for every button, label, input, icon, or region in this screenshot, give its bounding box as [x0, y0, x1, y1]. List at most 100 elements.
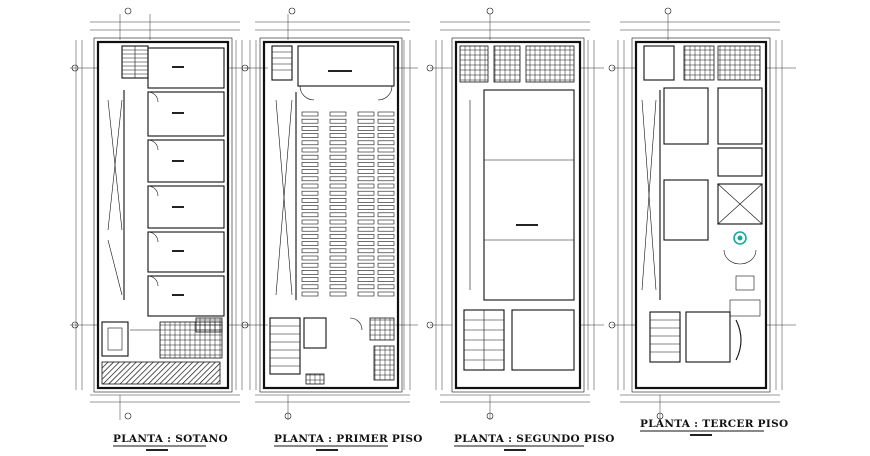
seat-row: [301, 133, 319, 138]
seat-row: [329, 133, 347, 138]
seat-row: [329, 255, 347, 261]
seat-row: [301, 176, 319, 182]
seat-row: [357, 198, 375, 203]
seat-row: [377, 162, 395, 167]
seat-row: [377, 140, 395, 146]
seat-row: [377, 277, 395, 282]
seat-row: [377, 176, 395, 182]
seat-row: [377, 291, 395, 297]
seat-row: [301, 291, 319, 297]
seat-row: [357, 219, 375, 225]
seat-row: [357, 226, 375, 232]
seat-row: [357, 126, 375, 131]
plan-tercer-piso: [608, 7, 796, 420]
seat-row: [329, 190, 347, 196]
seat-row: [329, 126, 347, 131]
seat-row: [329, 226, 347, 232]
seat-row: [377, 234, 395, 239]
seat-row: [301, 205, 319, 210]
seat-row: [301, 183, 319, 189]
seat-row: [357, 205, 375, 210]
seat-row: [329, 291, 347, 297]
seat-row: [329, 118, 347, 124]
seat-row: [357, 277, 375, 282]
caption-sotano: PLANTA : SOTANO: [113, 433, 228, 445]
seat-row: [301, 262, 319, 268]
seat-row: [301, 190, 319, 196]
caption-tercer-piso: PLANTA : TERCER PISO: [640, 418, 788, 430]
seat-row: [329, 284, 347, 290]
seat-row: [357, 133, 375, 138]
seat-row: [301, 270, 319, 275]
seat-row: [377, 205, 395, 210]
seat-row: [357, 284, 375, 290]
seat-row: [301, 111, 319, 117]
seat-row: [377, 118, 395, 124]
seat-row: [377, 248, 395, 254]
seat-row: [301, 140, 319, 146]
seat-row: [301, 234, 319, 239]
seat-row: [329, 248, 347, 254]
seat-row: [329, 111, 347, 117]
seat-row: [357, 291, 375, 297]
seat-row: [357, 147, 375, 153]
seat-row: [357, 255, 375, 261]
seat-row: [301, 154, 319, 160]
seat-row: [301, 212, 319, 218]
seat-row: [301, 118, 319, 124]
seat-row: [357, 162, 375, 167]
seat-row: [301, 126, 319, 131]
seat-row: [357, 118, 375, 124]
seat-row: [357, 111, 375, 117]
seat-row: [329, 212, 347, 218]
caption-primer-piso: PLANTA : PRIMER PISO: [274, 433, 423, 445]
seat-row: [377, 169, 395, 174]
plan-captions: PLANTA : SOTANO PLANTA : PRIMER PISO PLA…: [113, 418, 788, 451]
seat-row: [329, 154, 347, 160]
seat-row: [329, 219, 347, 225]
seat-row: [357, 140, 375, 146]
seat-row: [357, 262, 375, 268]
seat-row: [377, 126, 395, 131]
seat-row: [357, 176, 375, 182]
seat-row: [377, 284, 395, 290]
seat-row: [377, 255, 395, 261]
seat-row: [301, 277, 319, 282]
seat-row: [301, 162, 319, 167]
seat-row: [329, 234, 347, 239]
seat-row: [329, 270, 347, 275]
seat-row: [377, 154, 395, 160]
seat-row: [377, 270, 395, 275]
seat-row: [329, 277, 347, 282]
seat-row: [357, 241, 375, 246]
seat-row: [301, 248, 319, 254]
seat-row: [329, 169, 347, 174]
seat-row: [357, 212, 375, 218]
seat-row: [301, 219, 319, 225]
seat-row: [329, 147, 347, 153]
axis-bubbles: [71, 7, 132, 420]
seat-row: [329, 241, 347, 246]
seat-row: [377, 111, 395, 117]
seat-row: [357, 270, 375, 275]
seat-row: [357, 248, 375, 254]
seat-row: [357, 169, 375, 174]
seat-row: [301, 226, 319, 232]
seat-row: [357, 190, 375, 196]
auditorium-seats: [301, 111, 395, 297]
seat-row: [329, 162, 347, 167]
seat-row: [377, 226, 395, 232]
seat-row: [357, 183, 375, 189]
seat-row: [301, 241, 319, 246]
seat-row: [301, 147, 319, 153]
seat-row: [377, 262, 395, 268]
seat-row: [377, 183, 395, 189]
caption-segundo-piso: PLANTA : SEGUNDO PISO: [454, 433, 615, 445]
seat-row: [377, 219, 395, 225]
seat-row: [329, 205, 347, 210]
plan-primer-piso: [241, 7, 418, 420]
seat-row: [377, 147, 395, 153]
seat-row: [357, 234, 375, 239]
